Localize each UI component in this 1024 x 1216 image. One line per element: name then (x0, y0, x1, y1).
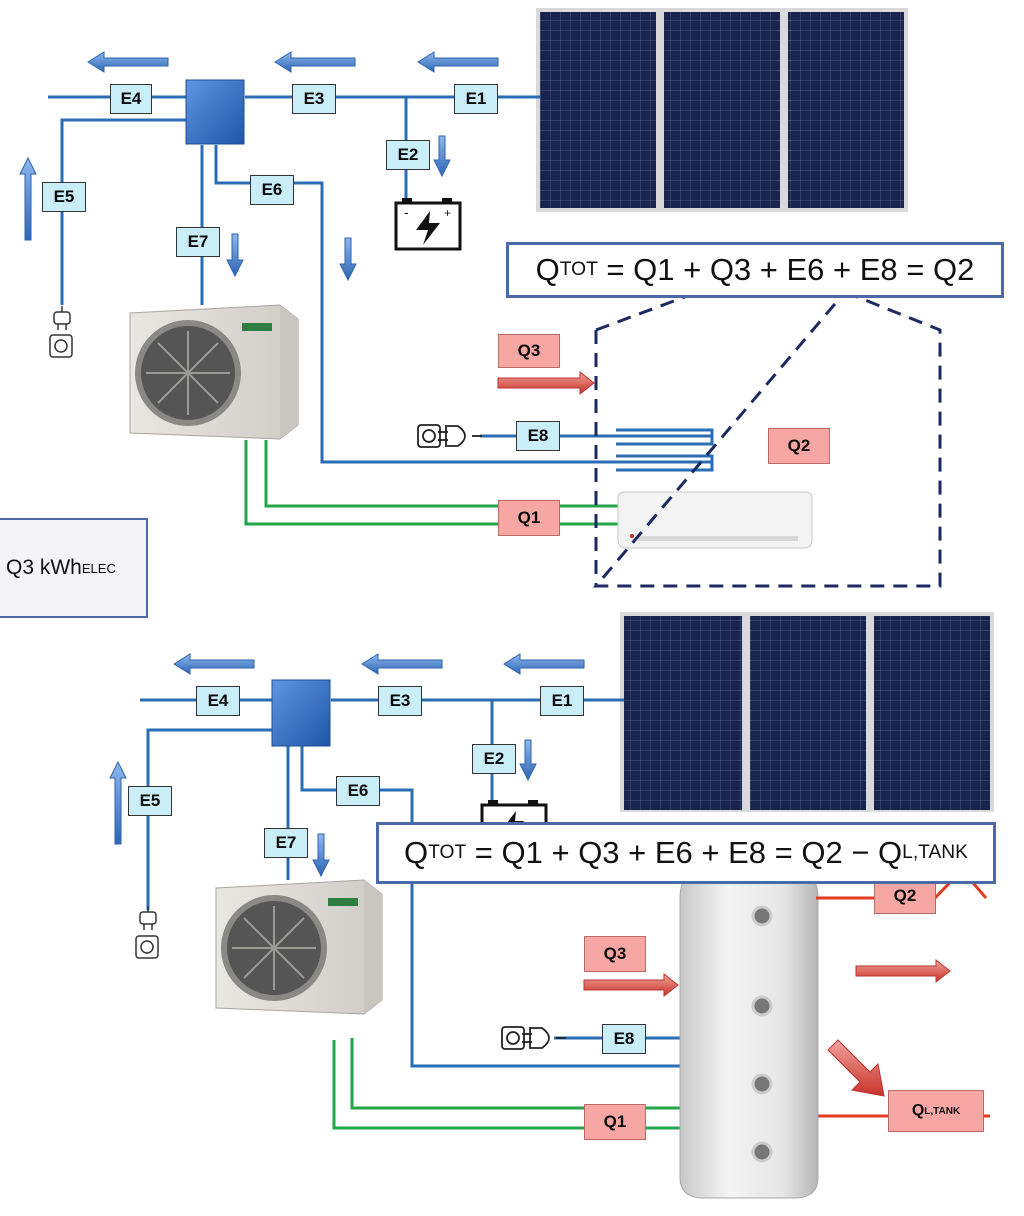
flow-arrow-icon (855, 958, 951, 984)
label-q3: Q3 (584, 936, 646, 972)
plug-icon (139, 906, 157, 930)
label-e4: E4 (196, 686, 240, 716)
label-e8: E8 (602, 1024, 646, 1054)
label-e5: E5 (42, 182, 86, 212)
label-e2: E2 (386, 140, 430, 170)
label-e1: E1 (540, 686, 584, 716)
solar-panel-icon (750, 616, 866, 810)
label-q-l-tank-main: Q (911, 1102, 925, 1119)
label-e3: E3 (292, 84, 336, 114)
equation-rhs: = Q1 + Q3 + E6 + E8 = Q2 (597, 252, 975, 287)
equation-lhs: Q (535, 252, 560, 287)
electric-energy-text: Q3 kWh (6, 556, 82, 579)
label-e2: E2 (472, 744, 516, 774)
label-e5: E5 (128, 786, 172, 816)
indoor-split-unit-icon (617, 491, 813, 549)
electric-energy-sub: ELEC (81, 560, 116, 576)
hot-water-tank-icon (679, 860, 819, 1199)
label-e6: E6 (336, 776, 380, 806)
distribution-box-icon (271, 679, 331, 747)
solar-panel-icon (874, 616, 990, 810)
plug-icon (53, 306, 71, 330)
equation-lhs: Q (404, 835, 429, 870)
equation-rhs-sub: L,TANK (902, 842, 968, 863)
solar-panel-icon (540, 12, 656, 208)
label-e7: E7 (264, 828, 308, 858)
socket-icon (49, 334, 73, 358)
solar-panel-array-top (536, 8, 908, 212)
svg-text:-: - (404, 204, 409, 220)
label-q3: Q3 (498, 334, 560, 368)
green-pipes-top (244, 440, 620, 526)
plug-icon (417, 424, 482, 448)
label-e6: E6 (250, 175, 294, 205)
solar-panel-array-bottom (620, 612, 994, 812)
label-q2: Q2 (768, 428, 830, 464)
flow-arrow-icon (109, 653, 585, 878)
equation-rhs: = Q1 + Q3 + E6 + E8 = Q2 − Q (466, 835, 903, 870)
label-q-l-tank-sub: L,TANK (924, 1105, 961, 1117)
outdoor-unit-icon (215, 879, 383, 1015)
label-e3: E3 (378, 686, 422, 716)
label-q1: Q1 (498, 500, 560, 536)
label-e4: E4 (110, 84, 152, 114)
distribution-box-icon (185, 79, 245, 145)
svg-text:+: + (444, 206, 451, 220)
equation-lhs-sub: TOT (428, 842, 467, 863)
equation-lhs-sub: TOT (559, 259, 598, 280)
solar-panel-icon (624, 616, 742, 810)
label-q2: Q2 (874, 878, 936, 914)
plug-icon (501, 1026, 566, 1050)
label-e7: E7 (176, 227, 220, 257)
solar-panel-icon (788, 12, 904, 208)
battery-icon: - + (394, 198, 462, 251)
flow-arrow-icon (497, 370, 595, 396)
heat-loss-arrow-icon (827, 1039, 885, 1097)
outdoor-unit-icon (129, 304, 299, 440)
solar-panel-icon (664, 12, 780, 208)
label-e8: E8 (516, 421, 560, 451)
socket-icon (135, 935, 159, 959)
label-e1: E1 (454, 84, 498, 114)
label-q1: Q1 (584, 1104, 646, 1140)
flow-arrow-icon (19, 51, 499, 282)
flow-arrow-icon (583, 972, 679, 998)
house-boundary (592, 290, 942, 588)
